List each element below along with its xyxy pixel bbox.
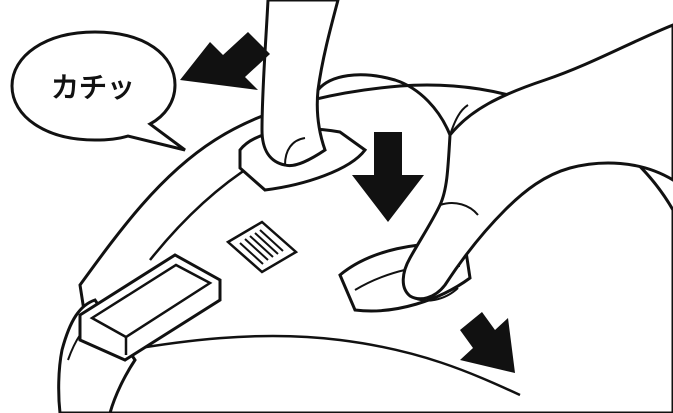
arrow-up-left [180, 32, 270, 90]
sound-callout: カチッ [12, 32, 185, 150]
sound-text: カチッ [51, 71, 135, 104]
